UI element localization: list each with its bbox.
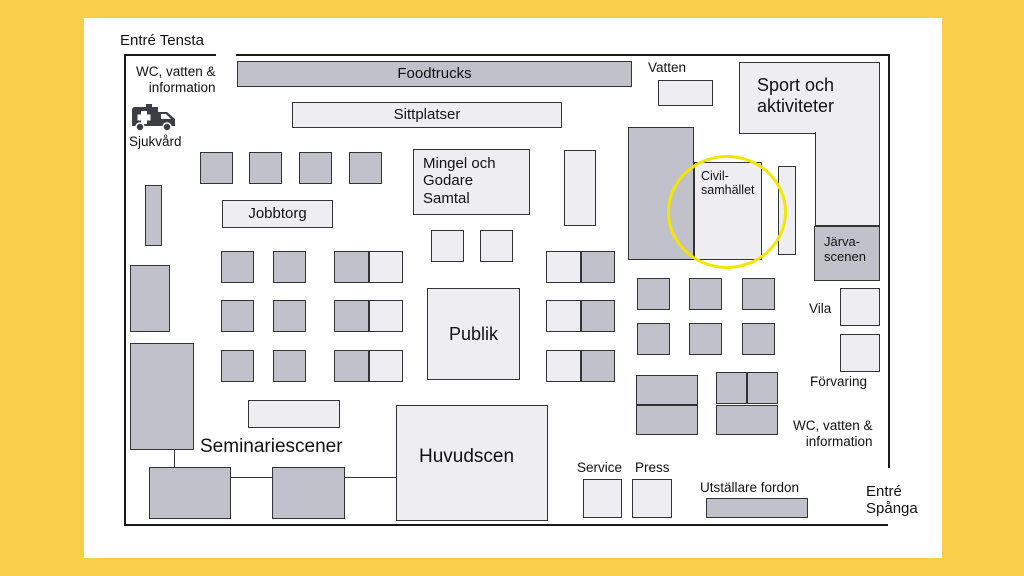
- booth: [637, 278, 670, 310]
- jarva-stage: [814, 226, 880, 281]
- sport-area-top: [739, 62, 880, 134]
- vehicle-exhibitors-label: Utställare fordon: [700, 480, 800, 495]
- entrance-spanga-label: Entré Spånga: [866, 483, 918, 518]
- sport-area-join: [816, 130, 879, 134]
- booth: [747, 372, 778, 404]
- seminar-stage-1: [149, 467, 231, 519]
- booth: [637, 323, 670, 355]
- connector-line: [230, 477, 273, 478]
- booth: [349, 152, 382, 184]
- booth: [221, 350, 254, 382]
- booth: [546, 300, 581, 332]
- site-boundary: [124, 54, 890, 526]
- foodtrucks-area: Foodtrucks: [237, 61, 632, 87]
- service-booth: [583, 479, 622, 518]
- civil-society-highlight-circle: [667, 155, 787, 269]
- main-stage: [396, 405, 548, 521]
- booth: [636, 405, 698, 435]
- booth: [546, 350, 581, 382]
- booth: [273, 350, 306, 382]
- mingel-area: [413, 149, 530, 215]
- wc-info-bottom-label: WC, vatten & information: [793, 418, 873, 449]
- booth: [689, 323, 722, 355]
- jarva-stage-label: Järva- scenen: [824, 234, 866, 264]
- booth: [689, 278, 722, 310]
- booth: [742, 278, 775, 310]
- booth: [581, 300, 615, 332]
- service-label: Service: [577, 460, 623, 475]
- seminar-stage-2: [272, 467, 345, 519]
- main-stage-label: Huvudscen: [419, 446, 515, 467]
- connector-line: [344, 477, 396, 478]
- wc-info-top-label: WC, vatten & information: [136, 64, 216, 95]
- booth: [742, 323, 775, 355]
- booth: [369, 251, 403, 283]
- booth: [581, 251, 615, 283]
- connector-line: [174, 450, 175, 467]
- water-station: [658, 80, 713, 106]
- press-label: Press: [635, 460, 670, 475]
- seating-area: Sittplatser: [292, 102, 562, 128]
- press-booth: [632, 479, 672, 518]
- booth: [334, 300, 369, 332]
- booth: [334, 350, 369, 382]
- entrance-gap-tensta: [216, 53, 236, 57]
- storage-area: [840, 334, 880, 372]
- left-stage-building: [130, 343, 194, 450]
- booth: [273, 251, 306, 283]
- booth: [546, 251, 581, 283]
- booth: [716, 372, 747, 404]
- sport-label: Sport och aktiviteter: [757, 75, 835, 116]
- booth: [299, 152, 332, 184]
- booth: [273, 300, 306, 332]
- seminar-stages-label: Seminariescener: [200, 436, 343, 457]
- left-booth-narrow: [145, 185, 162, 246]
- booth: [200, 152, 233, 184]
- sport-area-side: [815, 132, 880, 226]
- left-booth: [130, 265, 170, 332]
- booth: [480, 230, 513, 262]
- water-label: Vatten: [648, 60, 687, 75]
- storage-label: Förvaring: [810, 374, 868, 389]
- booth: [581, 350, 615, 382]
- mingel-label: Mingel och Godare Samtal: [423, 155, 496, 207]
- booth: [334, 251, 369, 283]
- booth: [221, 251, 254, 283]
- booth-tall: [564, 150, 596, 226]
- vehicle-exhibitors-area: [706, 498, 808, 518]
- entrance-gap-spanga: [888, 468, 892, 528]
- audience-area: Publik: [427, 288, 520, 380]
- jobbtorg-area: Jobbtorg: [222, 200, 333, 228]
- booth: [636, 375, 698, 405]
- seminar-booth: [248, 400, 340, 428]
- booth: [431, 230, 464, 262]
- rest-label: Vila: [809, 301, 832, 316]
- ambulance-icon: [130, 104, 178, 132]
- entrance-tensta-label: Entré Tensta: [120, 32, 204, 49]
- rest-area: [840, 288, 880, 326]
- booth: [369, 350, 403, 382]
- first-aid-label: Sjukvård: [129, 134, 182, 149]
- booth: [221, 300, 254, 332]
- booth: [369, 300, 403, 332]
- booth: [249, 152, 282, 184]
- booth: [716, 405, 778, 435]
